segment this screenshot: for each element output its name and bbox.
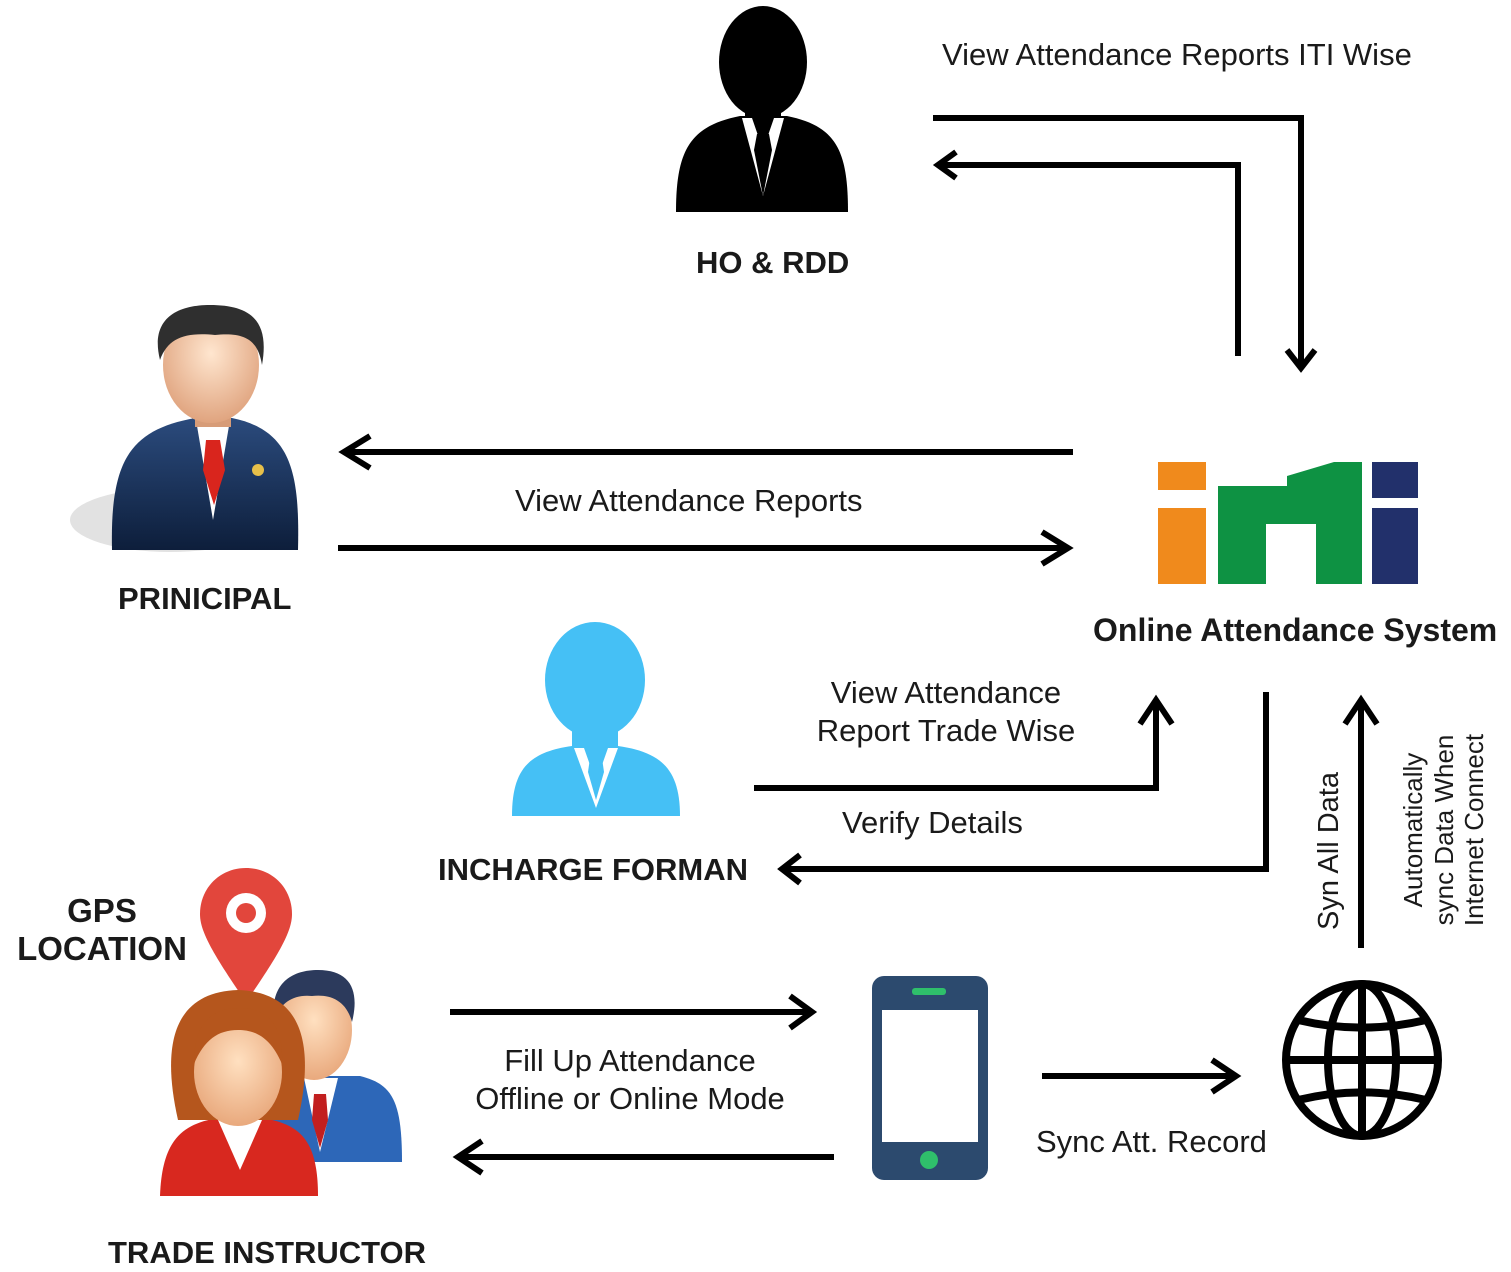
- auto-sync-line-3: Internet Connect: [1459, 733, 1490, 927]
- trade-wise-line-2: Report Trade Wise: [816, 712, 1076, 748]
- arrow-system-to-ho: [940, 162, 1241, 356]
- auto-sync-label: Automatically sync Data When Internet Co…: [1398, 715, 1490, 945]
- trade-instructor-label: TRADE INSTRUCTOR: [108, 1235, 427, 1270]
- syn-all-data-label: Syn All Data: [1313, 772, 1345, 930]
- arrowhead-principal-left: [338, 433, 372, 471]
- auto-sync-line-1: Automatically: [1398, 752, 1428, 908]
- fill-up-line-2: Offline or Online Mode: [475, 1080, 785, 1116]
- fill-up-label: Fill Up Attendance Offline or Online Mod…: [448, 1042, 812, 1118]
- arrow-ho-to-system: [933, 115, 1304, 368]
- arrowhead-ho-down: [1284, 348, 1318, 373]
- arrowhead-ho-left: [932, 149, 958, 181]
- arrowhead-system-right: [1040, 529, 1074, 567]
- ho-rdd-label: HO & RDD: [696, 245, 850, 280]
- arrowhead-verify-left: [777, 852, 802, 886]
- principal-reports-label: View Attendance Reports: [515, 483, 863, 518]
- trade-wise-label: View Attendance Report Trade Wise: [796, 674, 1096, 750]
- gps-label-line-1: GPS: [67, 892, 137, 929]
- incharge-label: INCHARGE FORMAN: [438, 852, 748, 887]
- arrowhead-globe-right: [1210, 1057, 1242, 1095]
- trade-wise-line-1: View Attendance: [830, 675, 1062, 710]
- arrow-incharge-to-system: [754, 700, 1159, 791]
- principal-label: PRINICIPAL: [118, 581, 292, 616]
- arrowhead-phone-right: [788, 993, 818, 1031]
- verify-details-label: Verify Details: [842, 805, 1023, 840]
- gps-label-line-2: LOCATION: [17, 929, 187, 967]
- arrowhead-instructor-left: [452, 1138, 484, 1176]
- ho-reports-label: View Attendance Reports ITI Wise: [942, 37, 1412, 72]
- auto-sync-line-2: sync Data When: [1428, 734, 1459, 926]
- fill-up-line-1: Fill Up Attendance: [504, 1043, 756, 1078]
- gps-label: GPS LOCATION: [12, 892, 192, 968]
- system-label: Online Attendance System: [1093, 612, 1498, 648]
- sync-record-label: Sync Att. Record: [1036, 1124, 1267, 1159]
- arrowhead-trade-up: [1137, 694, 1175, 726]
- arrowhead-globe-up: [1342, 694, 1380, 726]
- arrow-system-to-incharge: [782, 692, 1269, 872]
